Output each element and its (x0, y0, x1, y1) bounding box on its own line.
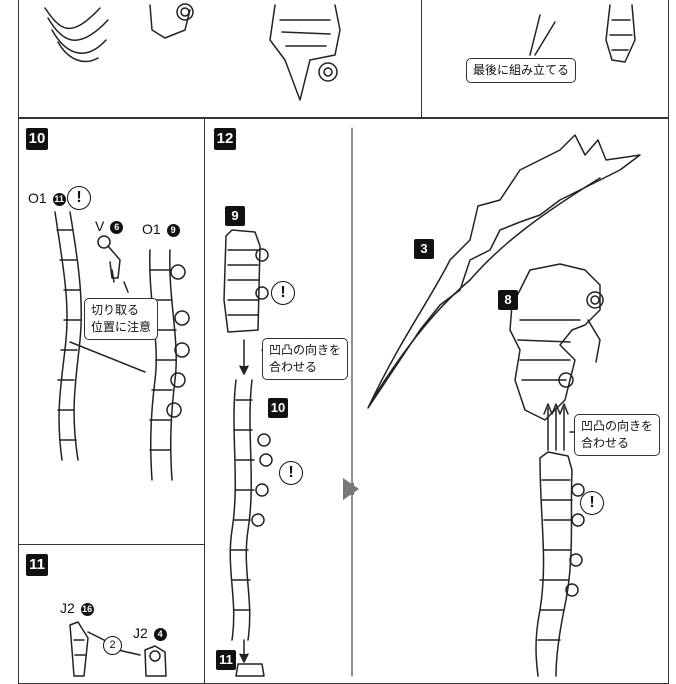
subassembly-3-badge: 3 (414, 239, 434, 259)
step11-part-right-drawing (144, 645, 167, 677)
finished-part-drawing (529, 4, 636, 63)
head-assembly-drawing (269, 4, 341, 101)
right-arrow-stem (344, 483, 354, 495)
joint-part-drawing (149, 3, 194, 39)
align-notches-callout-final: 凹凸の向きを 合わせる (574, 414, 661, 456)
step11-part-left-drawing (69, 621, 89, 677)
runner-badge: 16 (80, 603, 94, 616)
align-notches-callout-step12: 凹凸の向きを 合わせる (262, 338, 349, 380)
step10-assembly-arrow (69, 341, 146, 373)
ref-circle-2: 2 (103, 636, 122, 655)
top-panel-right (421, 0, 669, 118)
step-10-number: 10 (26, 128, 48, 150)
subassembly-11-badge: 11 (216, 650, 236, 670)
right-spine-drawing (535, 451, 585, 677)
part-j2-a-label: J2 16 (60, 600, 94, 616)
v-part-drawing (97, 235, 121, 283)
warning-icon: ! (580, 491, 604, 515)
subassembly-9-badge: 9 (225, 206, 245, 226)
warning-icon: ! (279, 461, 303, 485)
spine-left-drawing (54, 211, 82, 461)
part-o1-right-label: O1 9 (142, 221, 180, 237)
cut-position-callout: 切り取る 位置に注意 (84, 298, 159, 340)
part-j2-b-label: J2 4 (133, 625, 167, 641)
assemble-last-callout: 最後に組み立てる (466, 58, 577, 83)
part9-drawing (223, 229, 269, 333)
runner-badge: 9 (166, 224, 180, 237)
subassembly-8-badge: 8 (498, 290, 518, 310)
blade-drawing (367, 134, 641, 409)
spine-right-drawing (149, 249, 190, 481)
subassembly-10-badge: 10 (268, 398, 288, 418)
callout-leader (123, 281, 129, 293)
runner-badge: 11 (52, 193, 66, 206)
runner-badge: 4 (153, 628, 167, 641)
claw-part-drawing (44, 7, 109, 63)
warning-icon: ! (67, 186, 91, 210)
head-unit-drawing (509, 263, 604, 421)
warning-icon: ! (271, 281, 295, 305)
part-o1-left-label: O1 11 (28, 190, 66, 206)
part-v-label: V 6 (95, 218, 124, 234)
step-11-number: 11 (26, 554, 48, 576)
arm-assembly-drawing (229, 379, 273, 641)
runner-badge: 6 (110, 221, 124, 234)
insertion-arrows (543, 403, 569, 451)
step-12-number: 12 (214, 128, 236, 150)
